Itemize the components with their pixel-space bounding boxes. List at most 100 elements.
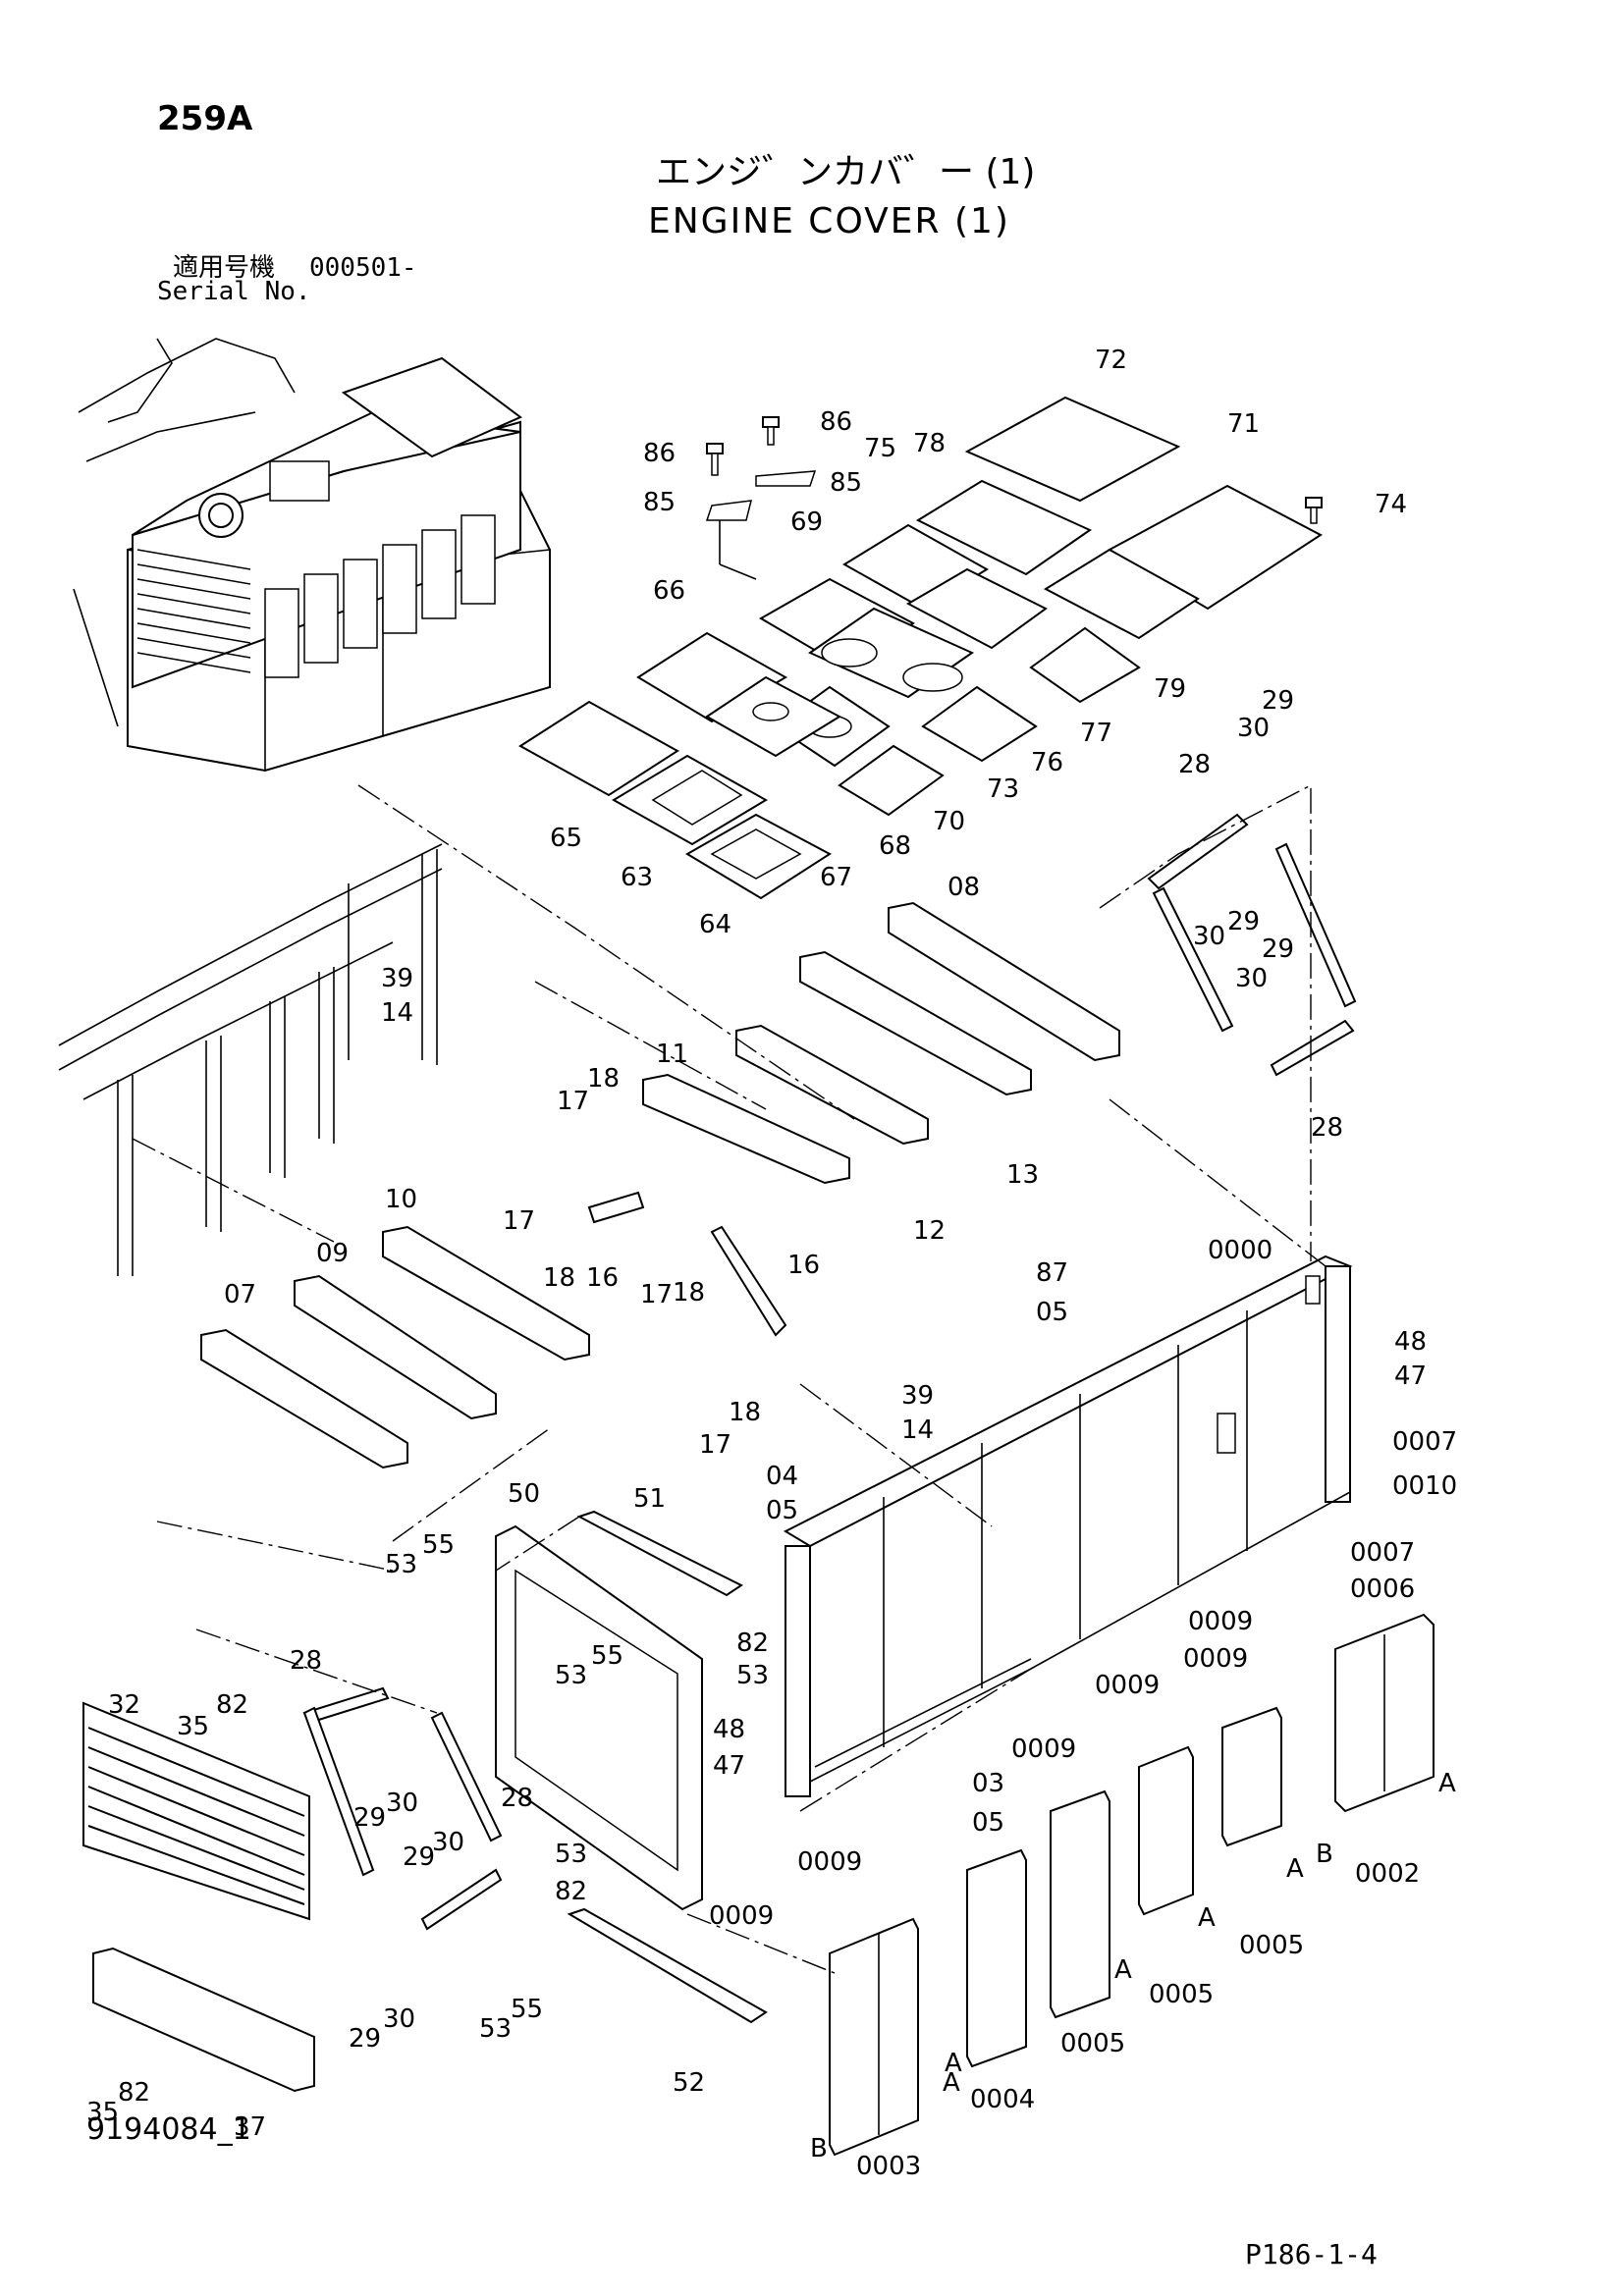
callout-82: 82: [216, 1690, 248, 1720]
callout-0009: 0009: [1183, 1644, 1248, 1674]
callout-14: 14: [381, 998, 413, 1028]
callout-17: 17: [503, 1206, 535, 1236]
callout-0005: 0005: [1239, 1931, 1304, 1960]
grille-and-plate: [82, 1701, 315, 2093]
callout-67: 67: [820, 863, 852, 892]
callout-68: 68: [879, 831, 911, 861]
door-0005c: [1050, 1789, 1110, 2019]
callout-a: A: [945, 2049, 962, 2078]
callout-16: 16: [586, 1263, 619, 1293]
phantom-lines: [132, 783, 1326, 1974]
callout-53: 53: [385, 1550, 417, 1579]
callout-30: 30: [1237, 714, 1270, 743]
callout-70: 70: [933, 807, 965, 836]
callout-0003: 0003: [856, 2152, 921, 2181]
callout-39: 39: [381, 964, 413, 993]
drawing-id: 9194084_1: [86, 2112, 251, 2147]
callout-66: 66: [653, 576, 685, 606]
callout-28: 28: [1311, 1113, 1343, 1143]
callout-53: 53: [555, 1661, 587, 1690]
callout-82: 82: [118, 2078, 150, 2108]
callout-65: 65: [550, 824, 582, 853]
callout-0005: 0005: [1060, 2029, 1125, 2058]
callout-a: A: [943, 2068, 960, 2098]
door-0004: [966, 1848, 1027, 2068]
callout-37: 37: [234, 2112, 266, 2142]
callout-0007: 0007: [1350, 1538, 1415, 1568]
callout-29: 29: [1262, 934, 1294, 964]
frame-member-07: [200, 1328, 408, 1469]
callout-30: 30: [386, 1789, 418, 1818]
brace-28: [1147, 813, 1249, 890]
callout-55: 55: [591, 1641, 623, 1671]
callout-86: 86: [643, 439, 676, 468]
brace-28h: [420, 1868, 503, 1931]
cover-plate-77: [1029, 626, 1141, 704]
callout-labels: 72 71 74 86 86 85 85 75 78 69 66 79 77 7…: [86, 346, 1457, 2181]
callout-0005: 0005: [1149, 1980, 1214, 2009]
frame-member-12: [735, 1024, 929, 1146]
callout-75: 75: [864, 434, 896, 463]
callout-29: 29: [349, 2024, 381, 2054]
cover-plate-68: [838, 744, 945, 817]
callout-72: 72: [1095, 346, 1127, 375]
callout-48: 48: [713, 1715, 745, 1744]
callout-03: 03: [972, 1769, 1004, 1798]
top-fasteners: [705, 416, 1323, 580]
callout-0004: 0004: [970, 2085, 1035, 2114]
callout-0009: 0009: [1095, 1671, 1160, 1700]
brace-16: [587, 1191, 645, 1224]
callout-53: 53: [479, 2014, 512, 2044]
top-cover-plates: [518, 396, 1323, 900]
lower-panels: [495, 1510, 768, 2024]
callout-78: 78: [913, 429, 946, 458]
callout-0009: 0009: [1011, 1735, 1076, 1764]
callout-50: 50: [508, 1479, 540, 1509]
callout-0009: 0009: [1188, 1607, 1253, 1636]
callout-55: 55: [511, 1995, 543, 2024]
callout-35: 35: [177, 1712, 209, 1741]
brace-28d: [1270, 1019, 1355, 1077]
callout-32: 32: [108, 1690, 140, 1720]
callout-64: 64: [699, 910, 731, 939]
callout-51: 51: [633, 1484, 666, 1514]
serial-label-english: Serial No.: [157, 277, 311, 306]
callout-30: 30: [383, 2004, 415, 2034]
cover-plate-72: [964, 396, 1181, 503]
callout-85: 85: [830, 468, 862, 498]
callout-29: 29: [403, 1842, 435, 1872]
callout-82: 82: [736, 1629, 769, 1658]
callout-69: 69: [790, 507, 823, 537]
callout-76: 76: [1031, 748, 1063, 777]
plate-37: [92, 1947, 315, 2093]
bar-51: [576, 1510, 743, 1597]
callout-35: 35: [86, 2098, 119, 2127]
callout-13: 13: [1006, 1160, 1039, 1190]
frame-member-09: [294, 1274, 497, 1420]
callout-b: B: [810, 2134, 828, 2163]
callout-55: 55: [422, 1530, 455, 1560]
brace-28f: [302, 1706, 375, 1877]
callout-39: 39: [901, 1381, 934, 1411]
callout-a: A: [1286, 1854, 1304, 1884]
callout-77: 77: [1080, 719, 1112, 748]
callout-10: 10: [385, 1185, 417, 1214]
callout-63: 63: [621, 863, 653, 892]
callout-0000: 0000: [1208, 1236, 1272, 1265]
callout-a: A: [1198, 1903, 1216, 1933]
callout-52: 52: [673, 2068, 705, 2098]
callout-28: 28: [290, 1646, 322, 1676]
cover-plate-79: [1043, 548, 1200, 640]
callout-29: 29: [1262, 686, 1294, 716]
frame-member-13: [799, 950, 1032, 1096]
callout-09: 09: [316, 1239, 349, 1268]
machine-overview-illustration: [73, 338, 551, 773]
title-english: ENGINE COVER (1): [648, 201, 1010, 241]
brace-28b: [1152, 886, 1234, 1033]
callout-05: 05: [972, 1808, 1004, 1838]
page-number: 259A: [157, 99, 253, 138]
door-0003: [829, 1917, 919, 2157]
page-reference: P186-1-4: [1245, 2238, 1378, 2270]
callout-04: 04: [766, 1462, 798, 1491]
cover-plate-65: [518, 700, 679, 797]
